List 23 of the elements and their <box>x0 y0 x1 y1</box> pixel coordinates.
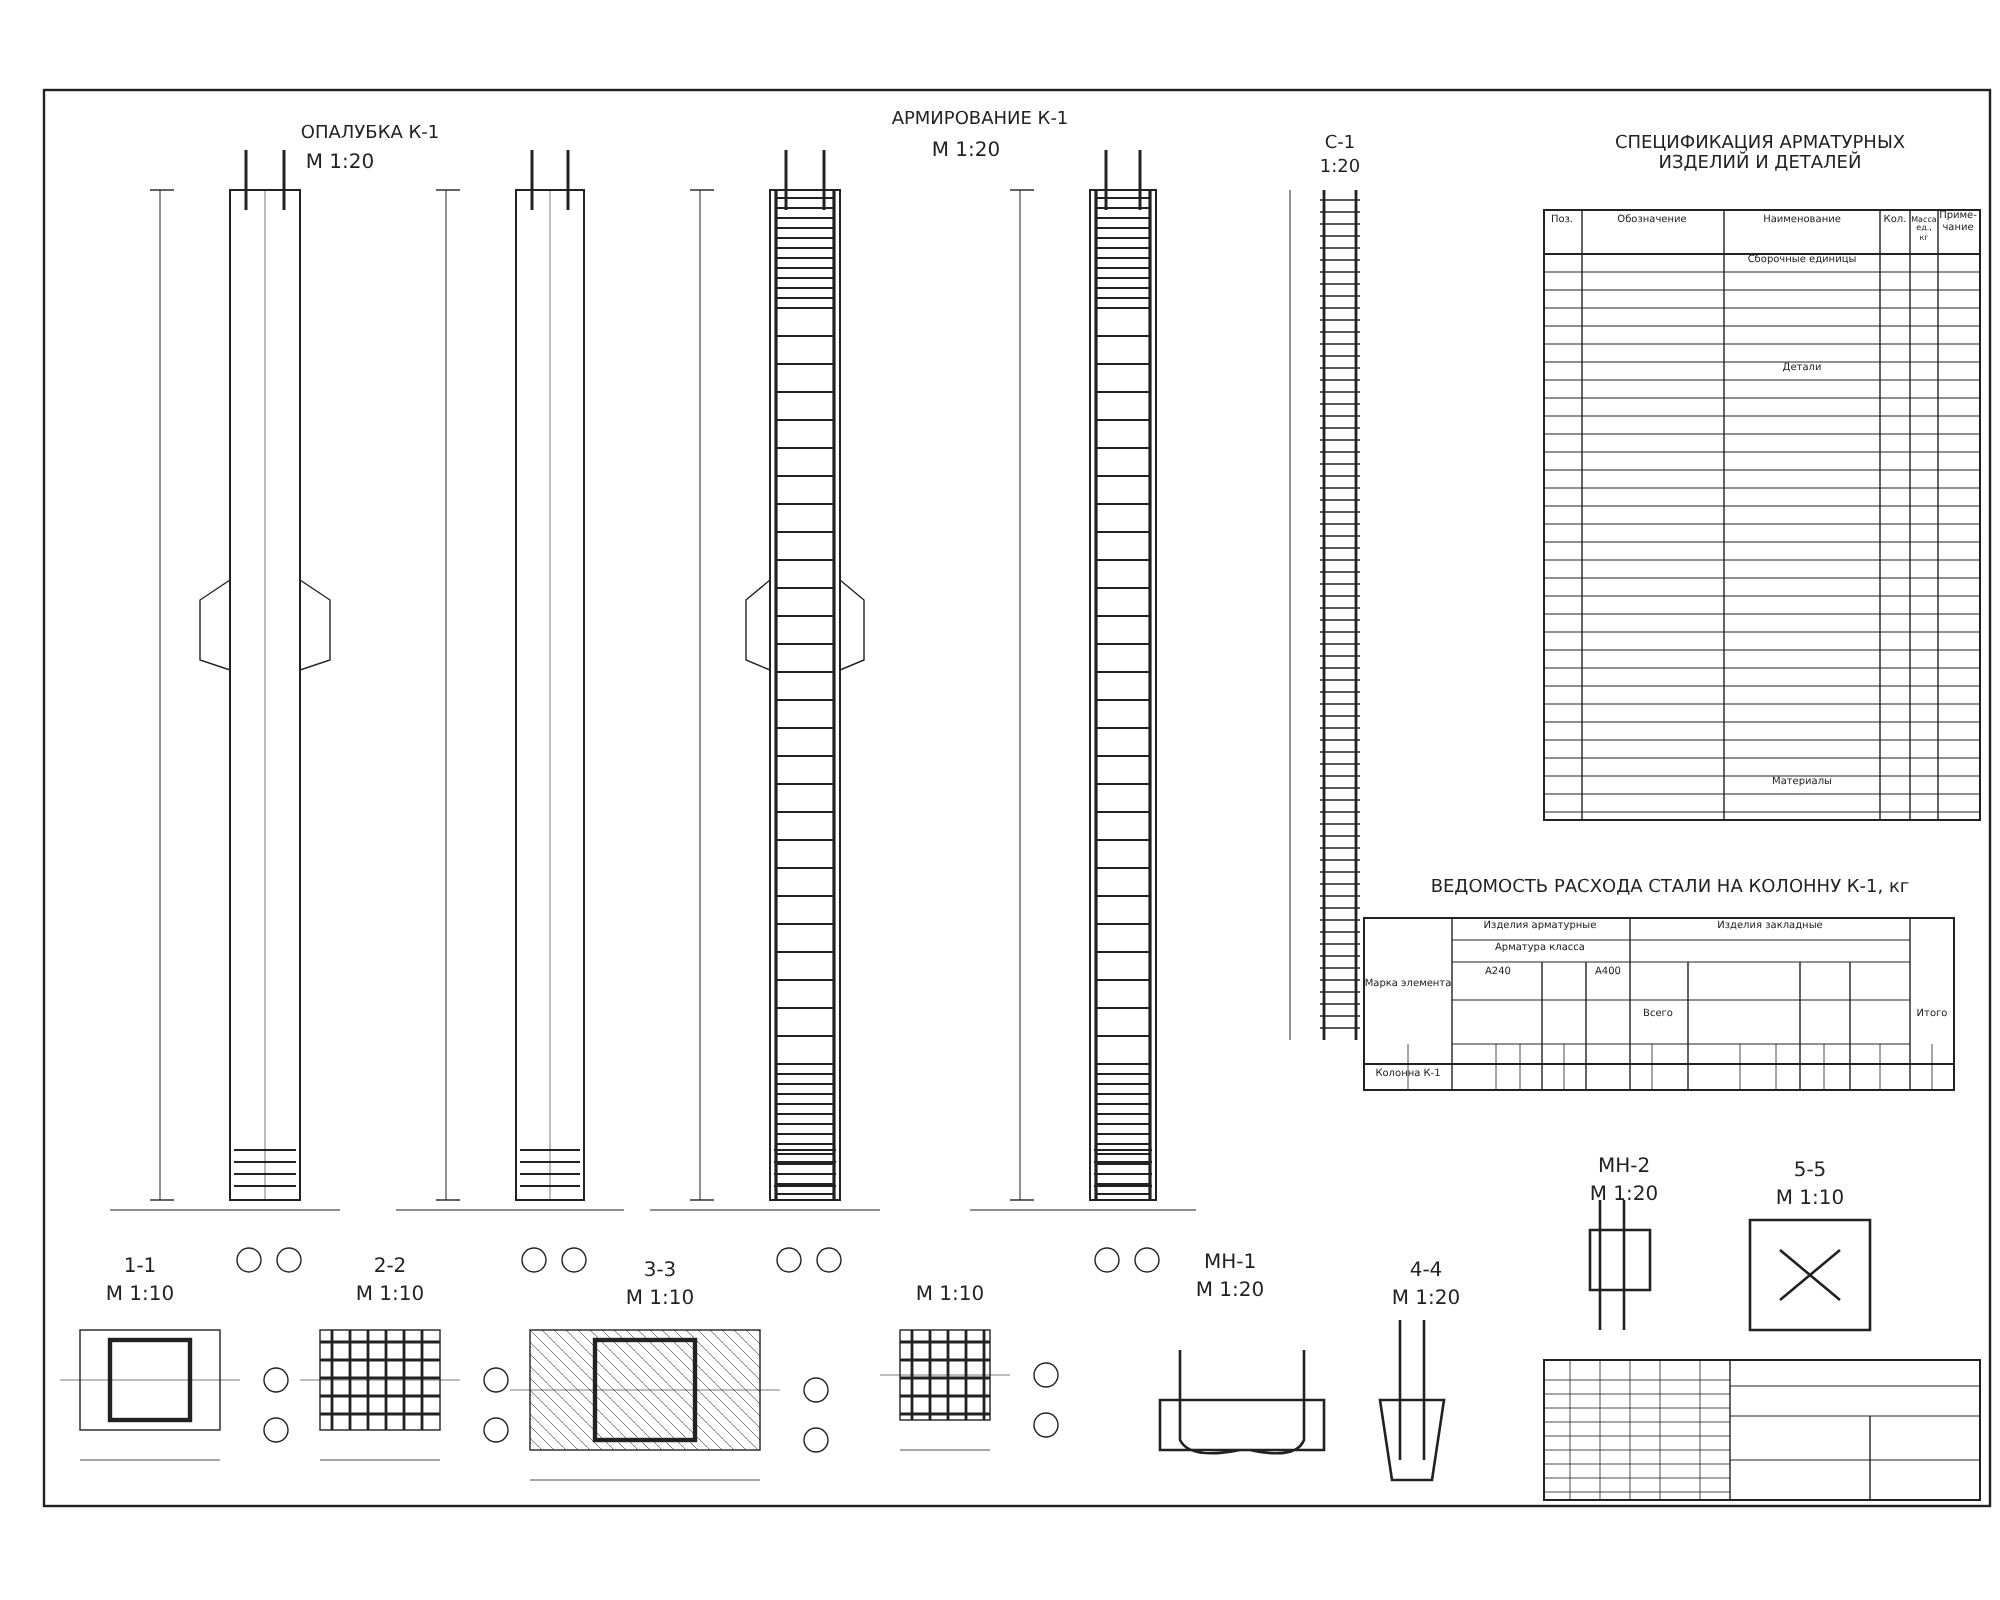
scale-label: М 1:10 <box>353 1284 427 1306</box>
scale-label: М 1:10 <box>913 1284 987 1306</box>
section-title: 2-2 <box>371 1256 409 1278</box>
section-title: 5-5 <box>1791 1160 1829 1182</box>
section-title: МН-2 <box>1595 1156 1653 1178</box>
scale-label: М 1:20 <box>1389 1288 1463 1310</box>
drawing-title: АРМИРОВАНИЕ К-1 <box>889 112 1071 132</box>
scale-label: М 1:10 <box>103 1284 177 1306</box>
scale-label: М 1:20 <box>1587 1184 1661 1206</box>
scale-label: М 1:10 <box>623 1288 697 1310</box>
drawing-title: С-1 <box>1322 136 1358 156</box>
scale-label: М 1:10 <box>1773 1188 1847 1210</box>
table-title: СПЕЦИФИКАЦИЯ АРМАТУРНЫХ ИЗДЕЛИЙ И ДЕТАЛЕЙ <box>1612 136 1908 176</box>
scale-label: М 1:20 <box>303 152 377 174</box>
scale-label: 1:20 <box>1317 160 1363 180</box>
table-title: ВЕДОМОСТЬ РАСХОДА СТАЛИ НА КОЛОННУ К-1, кг <box>1428 880 1912 900</box>
drawing-title: ОПАЛУБКА К-1 <box>298 126 442 146</box>
scale-label: М 1:20 <box>929 140 1003 162</box>
section-title: 1-1 <box>121 1256 159 1278</box>
section-title: 3-3 <box>641 1260 679 1282</box>
section-title: 4-4 <box>1407 1260 1445 1282</box>
scale-label: М 1:20 <box>1193 1280 1267 1302</box>
section-title: МН-1 <box>1201 1252 1259 1274</box>
